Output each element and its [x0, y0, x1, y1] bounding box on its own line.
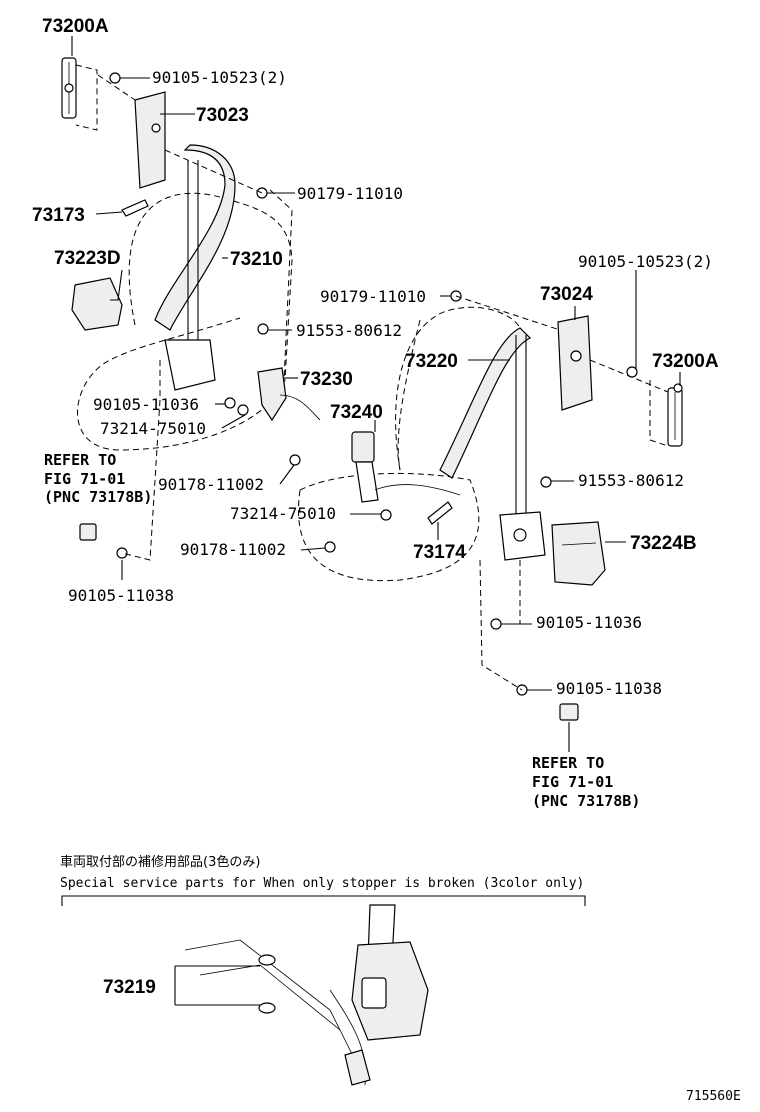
service-note-english: Special service parts for When only stop…: [60, 876, 584, 891]
right-fasteners: [324, 290, 638, 721]
assembly-dash-lines: [75, 64, 669, 691]
label-73023: 73023: [196, 105, 249, 126]
right-anchor-73174: [427, 501, 453, 525]
label-90105-10523-right: 90105-10523(2): [578, 252, 713, 271]
left-fasteners: [79, 72, 301, 559]
right-belt-retractor: [439, 327, 546, 561]
left-pillar-trim: [134, 91, 166, 189]
svg-text:(PNC 73178B): (PNC 73178B): [532, 792, 640, 810]
left-belt-retractor: [154, 144, 236, 391]
right-retractor-cover-73224B: [551, 521, 606, 586]
label-73214-75010-left: 73214-75010: [100, 419, 206, 438]
right-seat-outline: [298, 306, 521, 582]
right-buckle-73240: [351, 431, 461, 503]
label-90105-11036-left: 90105-11036: [93, 395, 199, 414]
label-73210: 73210: [230, 249, 283, 270]
service-parts-section: 車両取付部の補修用部品(3色のみ) Special service parts …: [60, 854, 586, 1086]
label-73024: 73024: [540, 284, 593, 305]
leader-lines: [71, 36, 681, 752]
label-73200A-top: 73200A: [42, 16, 109, 37]
svg-text:REFER TO: REFER TO: [532, 754, 604, 772]
refer-note-right: REFER TO FIG 71-01 (PNC 73178B): [532, 754, 640, 810]
label-90105-11038-left: 90105-11038: [68, 586, 174, 605]
label-73174: 73174: [413, 542, 466, 563]
left-buckle-73230: [257, 367, 321, 422]
label-73240: 73240: [330, 402, 383, 423]
svg-text:FIG 71-01: FIG 71-01: [44, 470, 125, 488]
refer-note-left: REFER TO FIG 71-01 (PNC 73178B): [44, 451, 152, 506]
label-90105-11036-right: 90105-11036: [536, 613, 642, 632]
label-73223D: 73223D: [54, 248, 121, 269]
label-73173: 73173: [32, 205, 85, 226]
left-retractor-cover: [71, 277, 123, 331]
label-90105-11038-right: 90105-11038: [556, 679, 662, 698]
svg-text:(PNC 73178B): (PNC 73178B): [44, 488, 152, 506]
label-90179-11010-mid: 90179-11010: [320, 287, 426, 306]
svg-text:REFER TO: REFER TO: [44, 451, 116, 469]
label-73200A-right: 73200A: [652, 351, 719, 372]
right-pillar-trim: [557, 315, 593, 411]
figure-id: 715560E: [686, 1089, 741, 1104]
label-91553-80612-left: 91553-80612: [296, 321, 402, 340]
label-90178-11002-mid: 90178-11002: [180, 540, 286, 559]
right-height-adjuster: [667, 383, 683, 447]
label-90105-10523-top: 90105-10523(2): [152, 68, 287, 87]
label-90178-11002-left: 90178-11002: [158, 475, 264, 494]
label-73220: 73220: [405, 351, 458, 372]
left-anchor-plate: [121, 199, 149, 217]
left-height-adjuster: [61, 57, 77, 119]
part-labels: 73200A 90105-10523(2) 73023 90179-11010 …: [32, 16, 719, 698]
label-73214-75010-mid: 73214-75010: [230, 504, 336, 523]
svg-text:FIG 71-01: FIG 71-01: [532, 773, 613, 791]
label-73224B: 73224B: [630, 533, 697, 554]
label-73230: 73230: [300, 369, 353, 390]
label-90179-11010-left: 90179-11010: [297, 184, 403, 203]
label-73219: 73219: [103, 977, 156, 998]
label-91553-80612-right: 91553-80612: [578, 471, 684, 490]
service-note-japanese: 車両取付部の補修用部品(3色のみ): [60, 854, 260, 870]
